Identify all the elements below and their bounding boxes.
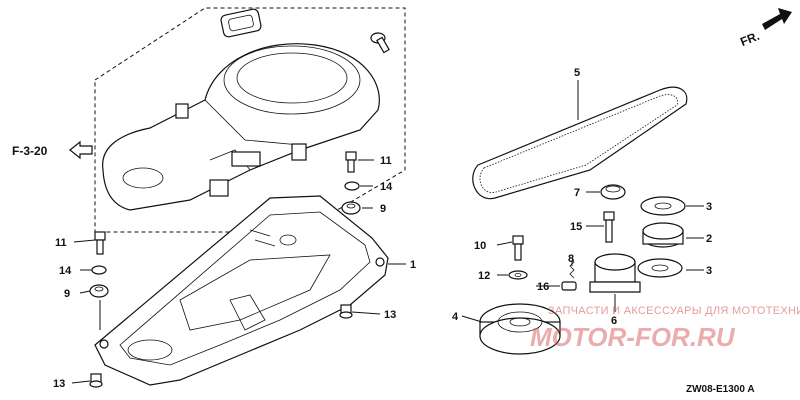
callout-13-right: 13 (384, 309, 396, 321)
front-arrow-icon (762, 8, 792, 30)
callout-8: 8 (568, 253, 574, 265)
cover-clip-right (291, 143, 307, 161)
callout-7: 7 (574, 187, 580, 199)
watermark-brand: MOTOR-FOR.RU (530, 322, 736, 352)
rubber-seal-inner (228, 14, 254, 32)
callout-13-bottom: 13 (53, 378, 65, 390)
callout-15: 15 (570, 221, 582, 233)
callout-14-center: 14 (380, 181, 393, 193)
cover-latch (231, 151, 261, 167)
case-hole-lower (127, 339, 173, 361)
lower-belt-case (94, 195, 389, 386)
pulley-parts (479, 184, 686, 355)
watermark: ЗАПЧАСТИ И АКСЕССУАРЫ ДЛЯ МОТОТЕХНИКИ MO… (530, 305, 800, 352)
rubber-seal (220, 8, 262, 38)
front-direction: FR. (738, 8, 792, 49)
callout-3-upper: 3 (706, 201, 712, 213)
callout-labels: 1 2 3 3 4 5 6 7 8 9 9 10 11 11 12 13 13 … (53, 67, 712, 390)
callout-11-center: 11 (380, 155, 392, 167)
cover-small-boss (122, 167, 164, 189)
callout-4: 4 (452, 311, 459, 323)
cover-dome (223, 45, 361, 115)
cover-dome-inner (236, 52, 348, 104)
cover-clip-center (209, 179, 229, 197)
reference-arrow: F-3-20 (12, 140, 93, 160)
leader-lines (71, 80, 704, 384)
timing-belt (472, 86, 688, 200)
callout-5: 5 (574, 67, 580, 79)
callout-1: 1 (410, 259, 416, 271)
callout-9-left: 9 (64, 288, 70, 300)
callout-16: 16 (537, 281, 549, 293)
callout-12: 12 (478, 270, 490, 282)
upper-cover-group (94, 7, 406, 233)
callout-3-lower: 3 (706, 265, 712, 277)
callout-6: 6 (611, 315, 617, 327)
cover-clip-left (175, 103, 189, 119)
reference-label: F-3-20 (12, 144, 48, 158)
callout-10: 10 (474, 240, 486, 252)
callout-2: 2 (706, 233, 712, 245)
callout-11-left: 11 (55, 237, 67, 249)
case-hole-upper (279, 234, 297, 246)
callout-14-left: 14 (59, 265, 72, 277)
drawing-code: ZW08-E1300 A (686, 384, 755, 395)
upper-belt-cover (102, 43, 380, 211)
fasteners-left (89, 231, 353, 388)
front-direction-label: FR. (738, 29, 761, 49)
callout-9-center: 9 (380, 203, 386, 215)
watermark-tagline: ЗАПЧАСТИ И АКСЕССУАРЫ ДЛЯ МОТОТЕХНИКИ (548, 305, 800, 317)
cover-screw (370, 32, 390, 54)
fasteners-center (341, 151, 361, 215)
